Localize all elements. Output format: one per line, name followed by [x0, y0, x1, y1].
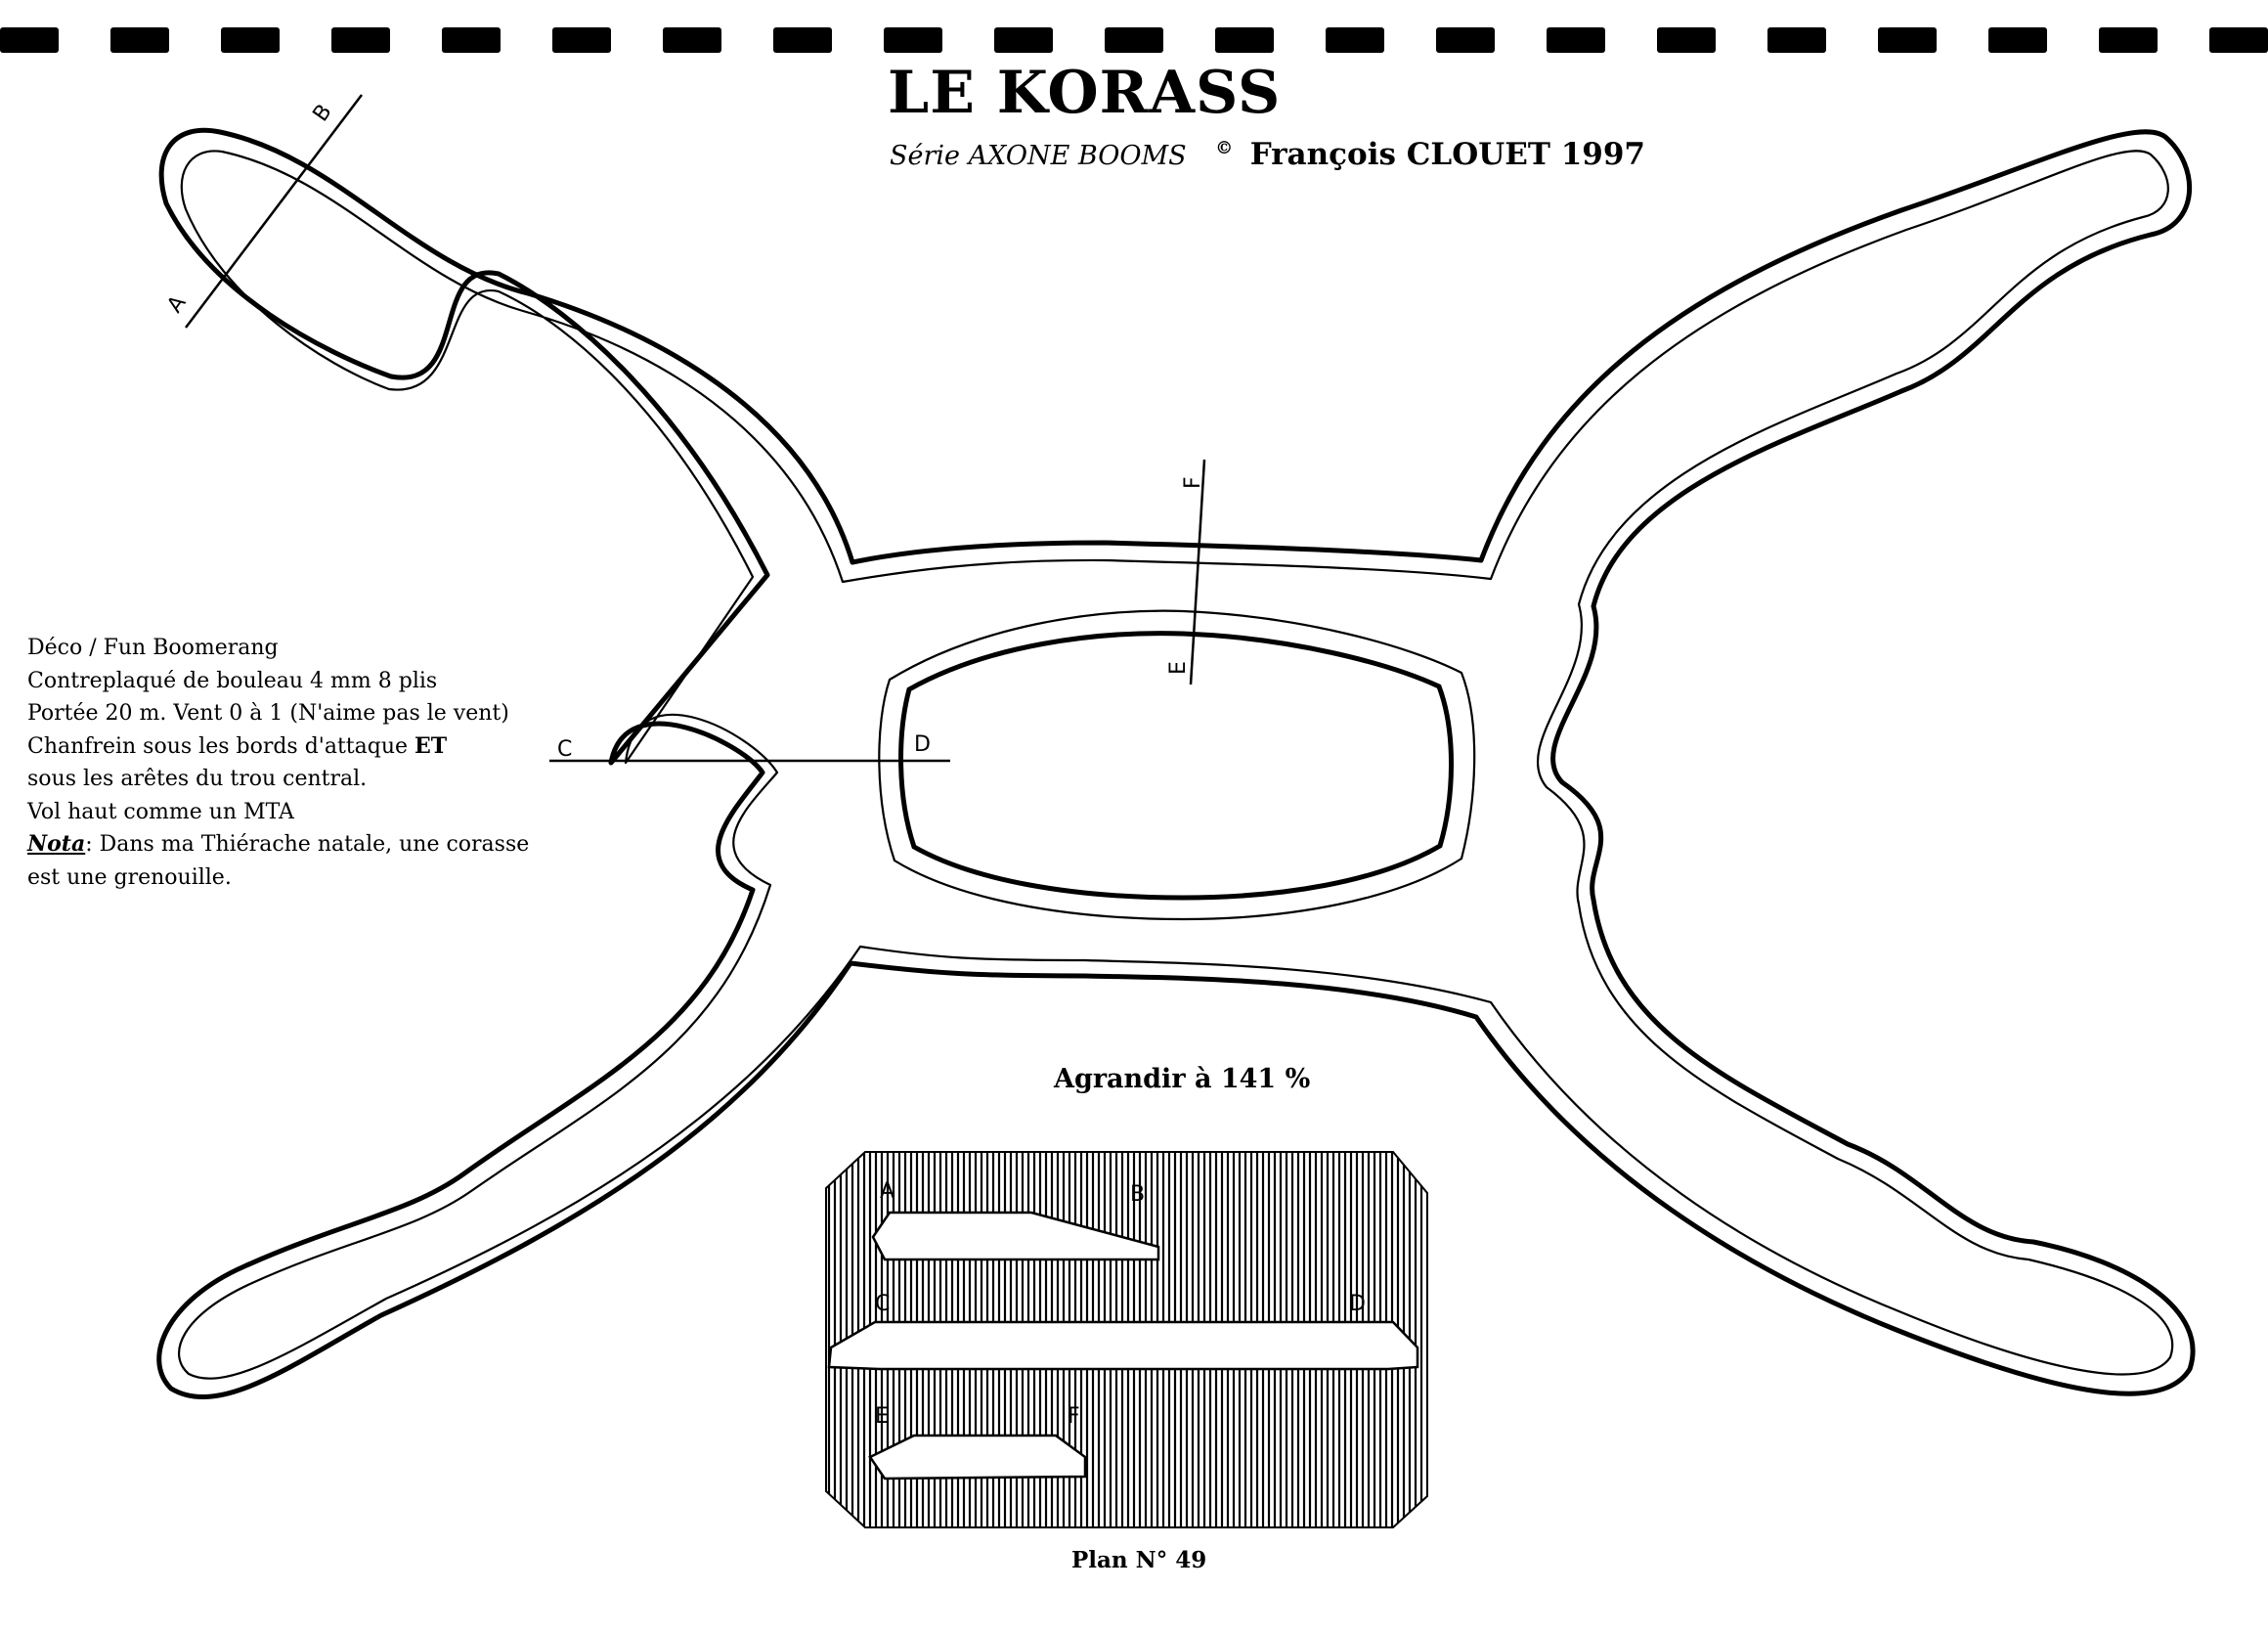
copyright-symbol: © [1215, 138, 1234, 158]
profile-ab [871, 1211, 1160, 1261]
profile-label-a: A [880, 1179, 894, 1204]
central-hole-inner [898, 631, 1454, 901]
note-line-1: Déco / Fun Boomerang [27, 636, 279, 660]
note-line-4-text: Chanfrein sous les bords d'attaque [27, 733, 415, 759]
central-hole-outer [878, 609, 1476, 921]
marker-c: C [557, 737, 572, 762]
section-line-ef [1189, 459, 1206, 685]
note-line-7: Nota: Dans ma Thiérache natale, une cora… [27, 828, 536, 862]
border-dash [221, 27, 280, 53]
border-dash [2099, 27, 2158, 53]
series-name: Série AXONE BOOMS [890, 141, 1187, 171]
nota-text: : Dans ma Thiérache natale, une corasse [85, 832, 530, 857]
border-dash [1326, 27, 1384, 53]
note-line-5: sous les arêtes du trou central. [27, 767, 368, 791]
page-title: LE KORASS [888, 59, 1282, 127]
border-dash [663, 27, 721, 53]
border-dash [1767, 27, 1826, 53]
marker-e: E [1166, 661, 1191, 675]
border-dash [0, 27, 59, 53]
border-dash [1657, 27, 1716, 53]
marker-d: D [914, 732, 931, 757]
border-dash [773, 27, 832, 53]
marker-f: F [1181, 476, 1205, 489]
border-dash [1436, 27, 1495, 53]
border-dash [552, 27, 611, 53]
author-credit: François CLOUET 1997 [1249, 137, 1646, 172]
border-dash [994, 27, 1053, 53]
note-line-4-emphasis: ET [414, 732, 448, 759]
note-line-8: est une grenouille. [27, 864, 232, 890]
note-line-3: Portée 20 m. Vent 0 à 1 (N'aime pas le v… [27, 701, 509, 726]
dashed-top-border [0, 27, 2268, 53]
border-dash [1988, 27, 2047, 53]
border-dash [1105, 27, 1163, 53]
border-dash [2209, 27, 2268, 53]
subtitle: Série AXONE BOOMS © François CLOUET 1997 [890, 137, 1645, 172]
border-dash [1878, 27, 1937, 53]
notes-block: Déco / Fun Boomerang Contreplaqué de bou… [27, 632, 536, 894]
note-line-2: Contreplaqué de bouleau 4 mm 8 plis [27, 668, 438, 693]
boomerang-inner-outline [178, 150, 2174, 1380]
cross-section-panel [825, 1151, 1428, 1528]
profile-label-e: E [875, 1404, 889, 1429]
profile-ef [868, 1434, 1087, 1480]
note-line-6: Vol haut comme un MTA [27, 799, 294, 824]
marker-a: A [162, 291, 191, 318]
profile-label-d: D [1349, 1292, 1366, 1316]
section-line-ab [185, 94, 363, 329]
border-dash [1547, 27, 1605, 53]
profile-label-c: C [875, 1292, 890, 1316]
plan-number: Plan N° 49 [1071, 1547, 1207, 1573]
enlarge-instruction: Agrandir à 141 % [1054, 1064, 1311, 1094]
profile-label-f: F [1068, 1404, 1080, 1429]
profile-label-b: B [1130, 1182, 1145, 1207]
border-dash [110, 27, 169, 53]
marker-b: B [309, 100, 337, 126]
border-dash [442, 27, 501, 53]
profile-cd [827, 1320, 1419, 1371]
border-dash [1215, 27, 1274, 53]
border-dash [331, 27, 390, 53]
boomerang-outer-outline [156, 127, 2196, 1400]
note-line-4: Chanfrein sous les bords d'attaque ET [27, 730, 536, 764]
nota-label: Nota [27, 831, 86, 857]
border-dash [884, 27, 942, 53]
